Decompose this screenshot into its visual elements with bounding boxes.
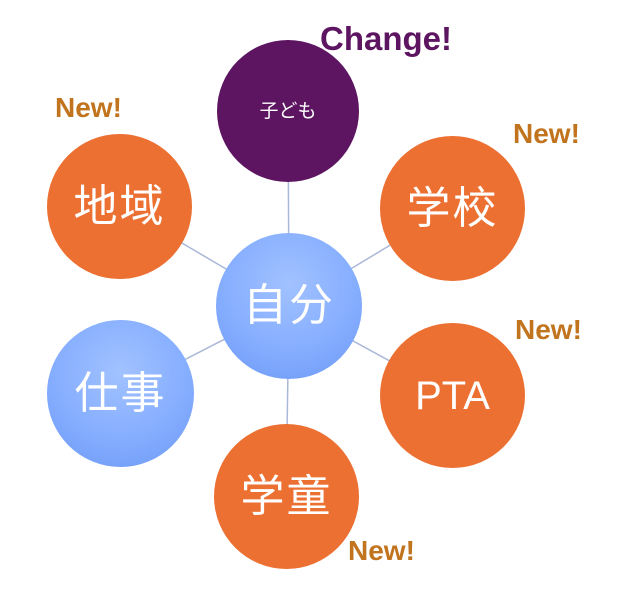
node-pta-label: PTA — [415, 373, 490, 418]
node-pta: PTA — [380, 323, 525, 468]
node-chiiki: 地域 — [47, 134, 192, 279]
node-chiiki-label: 地域 — [73, 180, 166, 232]
node-jibun-center: 自分 — [216, 233, 362, 379]
badge-change-kodomo: Change! — [320, 20, 452, 57]
node-gakudou: 学童 — [214, 424, 359, 569]
badge-new-pta: New! — [515, 314, 582, 345]
badge-new-gakudou: New! — [348, 535, 415, 566]
badge-new-chiiki: New! — [55, 92, 122, 123]
node-shigoto: 仕事 — [47, 320, 194, 467]
node-gakkou: 学校 — [380, 136, 525, 281]
node-shigoto-label: 仕事 — [74, 367, 167, 419]
node-gakkou-label: 学校 — [406, 182, 499, 234]
node-kodomo-label: 子ども — [259, 99, 317, 122]
node-jibun-label: 自分 — [243, 280, 335, 331]
badge-new-gakkou: New! — [513, 118, 580, 149]
node-kodomo: 子ども — [217, 40, 359, 182]
node-gakudou-label: 学童 — [240, 470, 333, 522]
